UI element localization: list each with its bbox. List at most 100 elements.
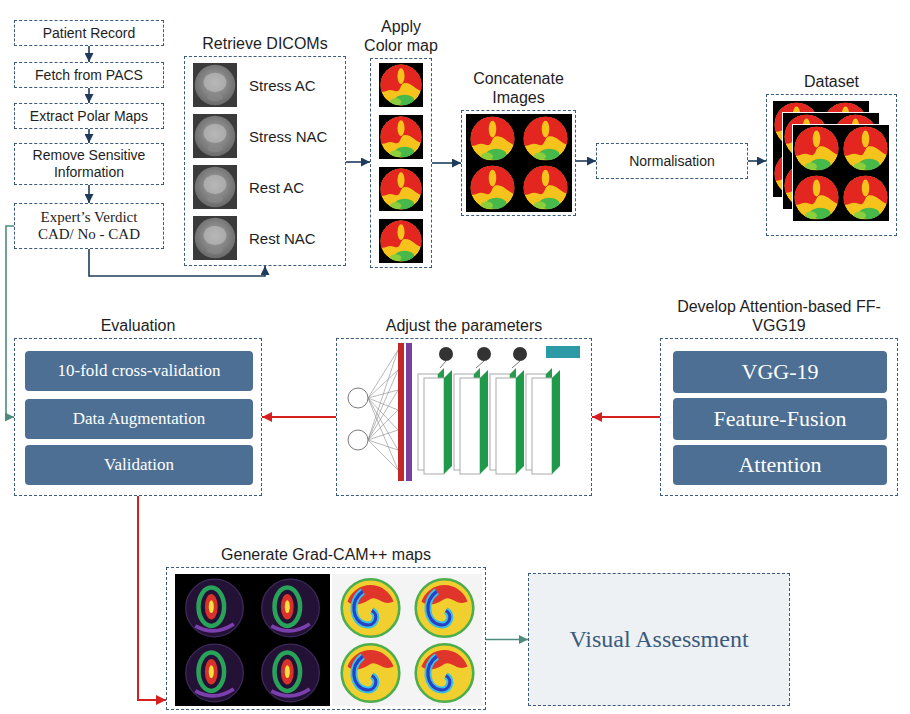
flow-arrow bbox=[138, 496, 166, 700]
node-label: Patient Record bbox=[43, 25, 136, 42]
stage-panel: Adjust the parameters bbox=[336, 338, 592, 496]
dicom-images bbox=[193, 63, 237, 260]
block-marker bbox=[513, 347, 527, 361]
panel-heading: Evaluation bbox=[38, 316, 238, 335]
node-label: Visual Assessment bbox=[569, 626, 748, 653]
process-box: Expert’s Verdict CAD/ No - CAD bbox=[14, 203, 164, 249]
step-panel: Generate Grad-CAM++ maps bbox=[166, 567, 486, 710]
grad-cam-map bbox=[413, 576, 477, 640]
fan-lines bbox=[368, 350, 398, 470]
process-box: Extract Polar Maps bbox=[14, 103, 164, 129]
block-marker bbox=[439, 347, 453, 361]
grad-cam-map bbox=[259, 576, 323, 640]
process-box: Fetch from PACS bbox=[14, 62, 164, 88]
flow-arrow bbox=[89, 249, 265, 276]
flow-arrow bbox=[88, 46, 90, 62]
block-marker bbox=[477, 347, 491, 361]
grad-cam-images bbox=[175, 574, 482, 706]
stage-item: Feature-Fusion bbox=[673, 398, 887, 440]
flow-arrow bbox=[262, 416, 336, 418]
grad-cam-map bbox=[413, 641, 477, 705]
color-mapped-images bbox=[379, 63, 423, 263]
conv-layer bbox=[454, 368, 488, 474]
conv-layer bbox=[526, 368, 560, 474]
panel-heading: Concatenate Images bbox=[469, 69, 569, 107]
flow-arrow bbox=[748, 160, 766, 162]
grad-cam-map bbox=[183, 641, 247, 705]
dicom-image bbox=[193, 216, 237, 260]
image-label: Rest NAC bbox=[249, 230, 316, 248]
polar-map bbox=[379, 167, 423, 211]
network-illustration bbox=[348, 343, 580, 481]
stage-item: 10-fold cross-validation bbox=[25, 351, 253, 391]
node-label: Fetch from PACS bbox=[35, 67, 143, 84]
image-label: Stress AC bbox=[249, 77, 316, 95]
node-label: Feature-Fusion bbox=[713, 406, 846, 431]
flow-arrow bbox=[592, 416, 660, 418]
dicom-image bbox=[193, 114, 237, 158]
grad-cam-map bbox=[339, 641, 403, 705]
panel-heading: Adjust the parameters bbox=[344, 316, 584, 335]
concatenated-image bbox=[466, 114, 572, 212]
polar-map bbox=[379, 63, 423, 107]
step-panel: Dataset bbox=[766, 94, 897, 236]
process-box: Remove Sensitive Information bbox=[14, 143, 164, 185]
node-label: 10-fold cross-validation bbox=[58, 361, 221, 381]
node-label: Validation bbox=[104, 455, 174, 475]
conv-layer bbox=[418, 368, 452, 474]
conv-layer bbox=[490, 368, 524, 474]
grad-cam-map bbox=[339, 576, 403, 640]
node-label: Remove Sensitive Information bbox=[21, 147, 157, 181]
panel-heading: Apply Color map bbox=[361, 17, 441, 55]
polar-map bbox=[379, 115, 423, 159]
stage-panel: Develop Attention-based FF-VGG19VGG-19Fe… bbox=[660, 338, 898, 496]
stage-item: Validation bbox=[25, 445, 253, 485]
dense-layer-bar bbox=[406, 343, 412, 481]
image-backdrop bbox=[175, 574, 330, 706]
stage-item: Attention bbox=[673, 445, 887, 485]
polar-map bbox=[469, 115, 516, 162]
flow-arrow bbox=[346, 161, 370, 163]
dataset-stack bbox=[772, 100, 889, 221]
polar-map bbox=[469, 164, 516, 211]
input-neuron bbox=[348, 388, 368, 408]
node-label: Expert’s Verdict CAD/ No - CAD bbox=[30, 209, 148, 243]
stage-panel: Evaluation10-fold cross-validationData A… bbox=[14, 338, 262, 496]
polar-map bbox=[522, 115, 569, 162]
polar-map bbox=[379, 219, 423, 263]
panel-heading: Dataset bbox=[772, 72, 892, 91]
node-label: Attention bbox=[738, 452, 821, 477]
block-links bbox=[440, 361, 520, 368]
process-box: Patient Record bbox=[14, 20, 164, 46]
step-panel: Apply Color map bbox=[370, 58, 432, 268]
image-backdrop bbox=[332, 574, 482, 706]
dense-layer-bar bbox=[398, 343, 404, 481]
node-label: Extract Polar Maps bbox=[30, 108, 148, 125]
flow-arrow bbox=[88, 185, 90, 203]
node-label: VGG-19 bbox=[742, 359, 819, 384]
flow-arrow bbox=[432, 162, 461, 164]
node-label: Data Augmentation bbox=[73, 409, 206, 429]
node-label: Normalisation bbox=[629, 153, 715, 170]
step-panel: Retrieve DICOMsStress ACStress NACRest A… bbox=[184, 56, 346, 266]
flow-arrow bbox=[88, 88, 90, 103]
image-label: Stress NAC bbox=[249, 128, 327, 146]
flow-arrow bbox=[576, 160, 596, 162]
dicom-image bbox=[193, 63, 237, 107]
output-block bbox=[546, 346, 580, 358]
flow-arrow bbox=[486, 639, 528, 641]
result-box: Visual Assessment bbox=[528, 573, 790, 706]
image-label: Rest AC bbox=[249, 179, 304, 197]
dataset-image bbox=[792, 124, 889, 221]
stage-item: VGG-19 bbox=[673, 351, 887, 393]
input-neuron bbox=[348, 430, 368, 450]
panel-heading: Generate Grad-CAM++ maps bbox=[166, 545, 486, 564]
stage-item: Data Augmentation bbox=[25, 399, 253, 439]
flow-arrow bbox=[6, 226, 14, 417]
flow-arrow bbox=[88, 129, 90, 143]
step-panel: Concatenate Images bbox=[461, 110, 576, 216]
process-box: Normalisation bbox=[596, 143, 748, 179]
grad-cam-map bbox=[183, 576, 247, 640]
panel-heading: Develop Attention-based FF-VGG19 bbox=[660, 297, 898, 335]
